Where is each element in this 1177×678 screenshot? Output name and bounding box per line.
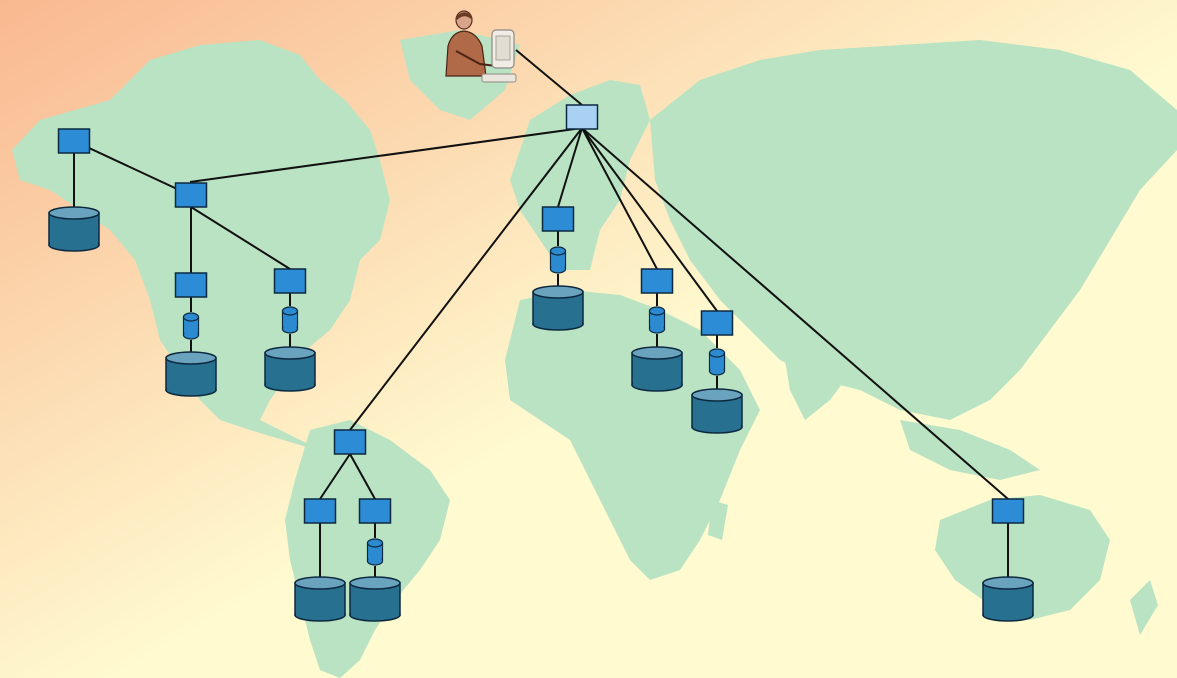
madagascar: [708, 500, 728, 540]
network-links: [73, 49, 1009, 580]
australia: [935, 495, 1110, 620]
database-middle-east-top: [631, 346, 683, 360]
database-south-america-left: [294, 576, 346, 622]
cache-north-america-west-top: [182, 312, 200, 322]
database-alaska: [48, 206, 100, 252]
database-east-africa-top: [691, 388, 743, 402]
cache-south-america-right: [366, 538, 384, 566]
database-south-america-right-top: [349, 576, 401, 590]
cache-east-africa-top: [708, 348, 726, 358]
cache-south-america-right-top: [366, 538, 384, 548]
node-north-america-west: [174, 272, 208, 298]
computer-screen: [495, 35, 511, 61]
link-sahub-left: [319, 453, 351, 500]
database-south-america-right: [349, 576, 401, 622]
database-north-america-east: [264, 346, 316, 392]
link-root-australia: [581, 127, 1009, 500]
cache-europe-top: [549, 246, 567, 256]
node-east-africa: [700, 310, 734, 336]
cache-middle-east-mask: [650, 311, 664, 329]
node-south-america-left: [303, 498, 337, 524]
cache-north-america-west: [182, 312, 200, 340]
node-middle-east: [640, 268, 674, 294]
person-body: [445, 30, 487, 77]
cache-east-africa-mask: [710, 353, 724, 371]
link-sahub-right: [349, 453, 376, 500]
person-hair: [456, 12, 472, 20]
cache-north-america-east-top: [281, 306, 299, 316]
link-nahub-alaska: [73, 140, 191, 196]
database-east-africa: [691, 388, 743, 434]
asia: [650, 40, 1177, 420]
database-australia: [982, 576, 1034, 622]
cache-middle-east-top: [648, 306, 666, 316]
new-zealand: [1130, 580, 1158, 635]
node-north-america-east: [273, 268, 307, 294]
cache-europe: [549, 246, 567, 274]
cache-east-africa: [708, 348, 726, 376]
network-nodes: [48, 104, 1034, 622]
link-root-eastafrica: [581, 127, 718, 312]
node-north-america-hub: [174, 182, 208, 208]
database-south-america-left-top: [294, 576, 346, 590]
link-root-middleeast: [581, 127, 658, 270]
cache-middle-east: [648, 306, 666, 334]
node-australia: [991, 498, 1025, 524]
link-root-europe: [557, 127, 583, 208]
node-south-america-hub: [333, 429, 367, 455]
database-australia-top: [982, 576, 1034, 590]
person-arm: [455, 50, 497, 67]
cache-europe-mask: [551, 251, 565, 269]
database-alaska-top: [48, 206, 100, 220]
database-north-america-east-top: [264, 346, 316, 360]
japan: [995, 260, 1030, 330]
node-south-america-right: [358, 498, 392, 524]
database-north-america-west-top: [165, 351, 217, 365]
database-middle-east: [631, 346, 683, 392]
cache-north-america-east-mask: [283, 311, 297, 329]
database-europe-top: [532, 285, 584, 299]
link-root-northamerica-hub: [189, 127, 583, 183]
africa: [505, 290, 760, 580]
person-at-computer-icon: [445, 10, 517, 83]
node-europe: [541, 206, 575, 232]
database-europe: [532, 285, 584, 331]
link-nahub-east: [190, 206, 291, 270]
cache-south-america-right-mask: [368, 543, 382, 561]
database-north-america-west: [165, 351, 217, 397]
cache-north-america-west-mask: [184, 317, 198, 335]
cache-north-america-east: [281, 306, 299, 334]
link-root-southamerica-hub: [349, 127, 583, 431]
node-alaska: [57, 128, 91, 154]
root-node: [565, 104, 599, 130]
computer-keyboard: [481, 73, 517, 83]
link-user-root: [515, 49, 583, 106]
